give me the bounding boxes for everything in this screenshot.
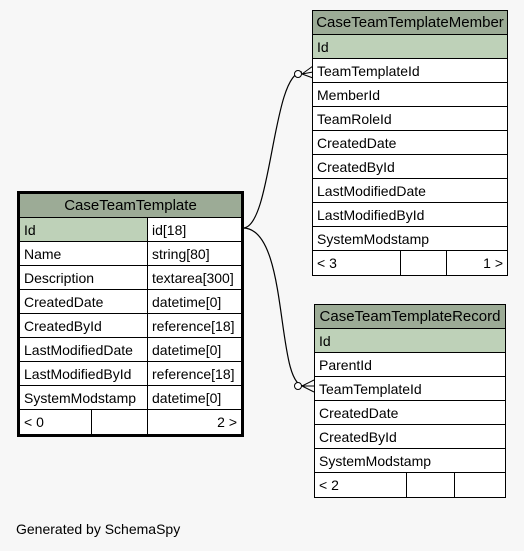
table-row: TeamRoleId [313,107,507,131]
column-type: datetime[0] [152,342,222,358]
table-row: LastModifiedDate [313,179,507,203]
footer-spacer [92,410,148,434]
table-row: Name string[80] [20,242,241,266]
edge-record-optional-marker [294,382,302,390]
primary-key-column: Id id[18] [20,218,241,242]
primary-key-column: Id [313,35,507,59]
column-name: CreatedDate [319,405,399,421]
column-name: MemberId [317,87,381,103]
column-name: LastModifiedById [317,207,425,223]
column-type: string[80] [152,246,210,262]
table-row: TeamTemplateId [315,377,505,401]
column-name: CreatedDate [317,135,397,151]
column-name: CreatedById [20,314,148,337]
column-name: LastModifiedById [20,362,148,385]
column-name: Id [317,39,329,55]
column-name: LastModifiedDate [317,183,426,199]
table-row: SystemModstamp [315,449,505,473]
column-type: reference[18] [152,366,235,382]
column-name: TeamTemplateId [319,381,422,397]
table-footer: < 0 2 > [20,410,241,434]
table-row: CreatedDate [313,131,507,155]
column-name: SystemModstamp [20,386,148,409]
column-type: reference[18] [152,318,235,334]
column-type: datetime[0] [152,390,222,406]
column-type: id[18] [148,218,241,241]
parent-count[interactable]: < 3 [313,251,401,275]
column-name: Description [20,266,148,289]
table-row: CreatedById reference[18] [20,314,241,338]
column-name: SystemModstamp [319,453,432,469]
table-title: CaseTeamTemplateMember [313,11,507,35]
table-row: SystemModstamp datetime[0] [20,386,241,410]
table-case-team-template-record[interactable]: CaseTeamTemplateRecord Id ParentId TeamT… [314,304,506,498]
child-count[interactable]: 1 > [483,255,503,271]
table-case-team-template[interactable]: CaseTeamTemplate Id id[18] Name string[8… [17,191,244,437]
table-row: Description textarea[300] [20,266,241,290]
table-row: MemberId [313,83,507,107]
column-name: Id [319,333,331,349]
table-row: TeamTemplateId [313,59,507,83]
table-row: LastModifiedById [313,203,507,227]
column-name: LastModifiedDate [20,338,148,361]
column-type: datetime[0] [152,294,222,310]
edge-member-optional-marker [294,70,302,78]
column-type: textarea[300] [152,270,234,286]
footer-spacer [401,251,447,275]
parent-count[interactable]: < 0 [20,410,92,434]
edge-template-to-member [242,71,303,229]
column-name: TeamRoleId [317,111,392,127]
primary-key-column: Id [315,329,505,353]
table-row: CreatedById [315,425,505,449]
edge-record-crowfoot [301,379,315,393]
column-name: SystemModstamp [317,231,430,247]
table-row: LastModifiedById reference[18] [20,362,241,386]
footer-spacer [407,473,455,497]
column-name: CreatedById [317,159,395,175]
table-row: ParentId [315,353,505,377]
column-name: Id [20,218,148,241]
table-row: LastModifiedDate datetime[0] [20,338,241,362]
edge-template-to-record [242,227,305,387]
table-case-team-template-member[interactable]: CaseTeamTemplateMember Id TeamTemplateId… [312,10,508,276]
column-name: ParentId [319,357,372,373]
table-title: CaseTeamTemplateRecord [315,305,505,329]
table-footer: < 2 [315,473,505,497]
table-row: CreatedById [313,155,507,179]
column-name: CreatedDate [20,290,148,313]
footer-spacer [455,473,505,497]
table-row: CreatedDate datetime[0] [20,290,241,314]
child-count[interactable]: 2 > [217,414,237,430]
table-row: CreatedDate [315,401,505,425]
table-title: CaseTeamTemplate [20,194,241,218]
generated-by-label: Generated by SchemaSpy [16,521,181,537]
parent-count[interactable]: < 2 [315,473,407,497]
column-name: TeamTemplateId [317,63,420,79]
column-name: Name [20,242,148,265]
column-name: CreatedById [319,429,397,445]
table-row: SystemModstamp [313,227,507,251]
table-footer: < 3 1 > [313,251,507,275]
